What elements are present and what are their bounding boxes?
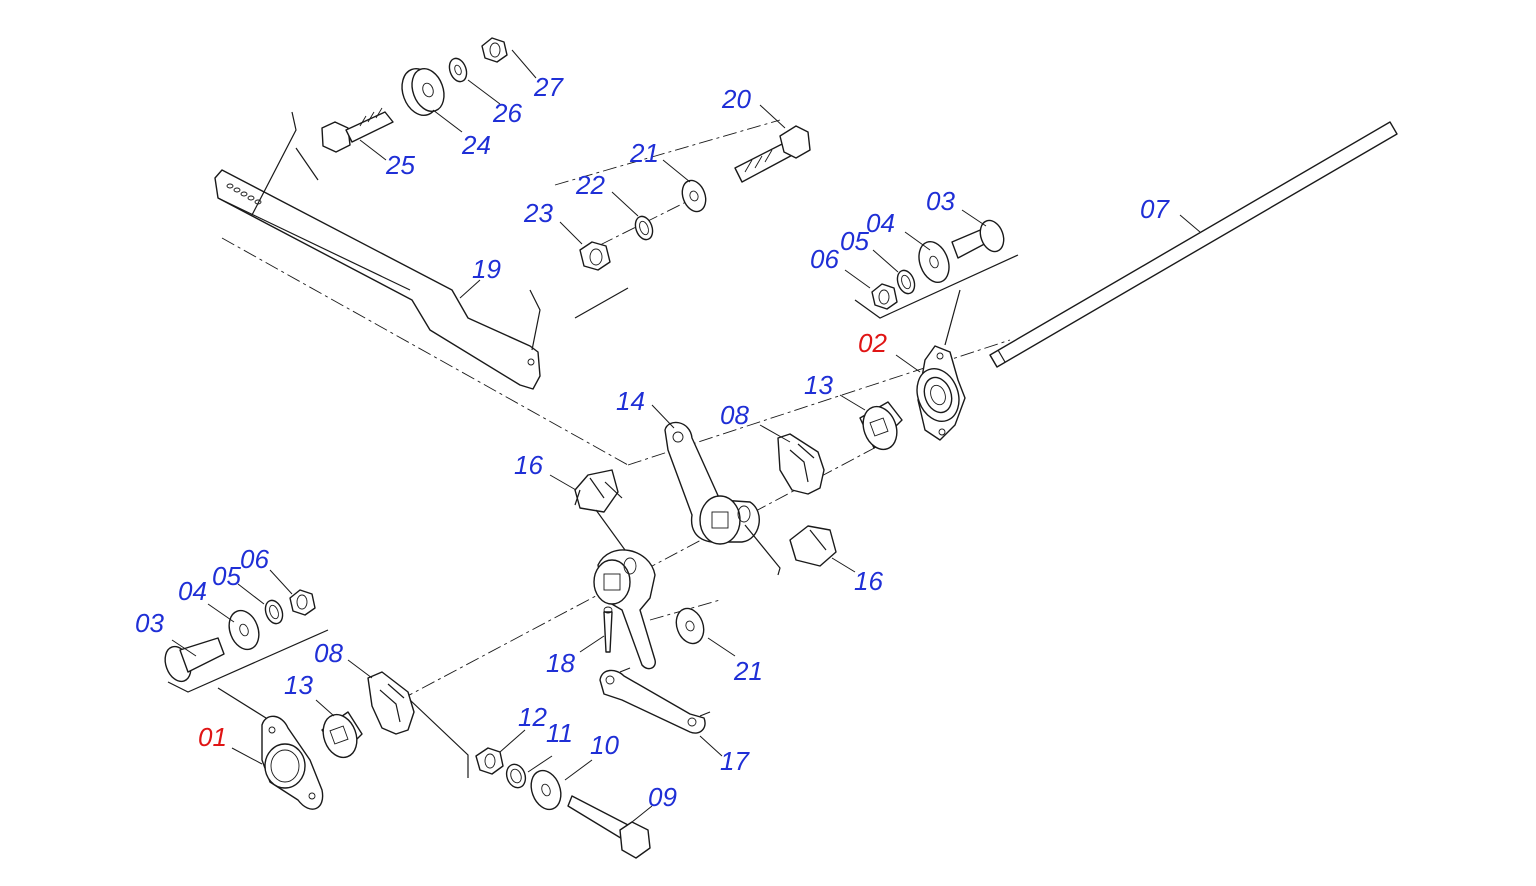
part-04-washer-right	[918, 240, 950, 284]
part-labels: 27 26 24 25 20 21 22 23 19 03 04 05 06 0…	[135, 72, 1170, 812]
part-06-nut-left	[289, 589, 316, 616]
part-03-pin-left	[164, 637, 225, 683]
part-24-roller	[401, 67, 445, 116]
part-12-nut	[475, 747, 504, 775]
part-04-washer-left	[228, 609, 260, 651]
part-03-pin-right	[951, 219, 1005, 259]
part-14-lever	[664, 421, 760, 545]
label-18: 18	[546, 648, 575, 678]
label-27: 27	[533, 72, 564, 102]
label-20: 20	[721, 84, 751, 114]
label-03-right: 03	[926, 186, 955, 216]
part-08-clamp-right	[777, 433, 825, 495]
label-21-upper: 21	[629, 138, 659, 168]
part-27-nut	[481, 37, 508, 63]
label-10: 10	[590, 730, 619, 760]
label-16-upper: 16	[514, 450, 543, 480]
part-center-lever	[593, 549, 656, 670]
label-23: 23	[523, 198, 553, 228]
label-13-left: 13	[284, 670, 313, 700]
label-09: 09	[648, 782, 677, 812]
label-03-left: 03	[135, 608, 164, 638]
part-06-nut-right	[871, 283, 898, 310]
part-05-lock-washer-right	[896, 269, 916, 295]
part-07-shaft	[989, 121, 1398, 368]
label-08-left: 08	[314, 638, 343, 668]
part-13-bushing-left	[321, 711, 363, 759]
part-26-washer	[448, 57, 468, 83]
part-25-bolt	[321, 107, 394, 153]
label-12: 12	[518, 702, 547, 732]
label-11: 11	[546, 718, 573, 748]
label-06-left: 06	[240, 544, 269, 574]
label-22: 22	[575, 170, 605, 200]
label-24: 24	[461, 130, 491, 160]
part-21-washer-upper	[681, 179, 707, 213]
part-19-lever-bar	[214, 111, 629, 390]
part-18-cotter-pin	[603, 606, 613, 653]
part-20-bolt	[734, 125, 811, 183]
label-14: 14	[616, 386, 645, 416]
part-16-bolt-upper	[574, 469, 619, 513]
part-09-bolt	[567, 795, 651, 859]
label-17: 17	[720, 746, 750, 776]
part-13-bushing-right	[859, 401, 903, 451]
label-05-right: 05	[840, 226, 869, 256]
part-08-clamp-left	[367, 671, 415, 735]
part-02-flange-bearing	[916, 345, 966, 441]
label-05-left: 05	[212, 561, 241, 591]
part-23-nut	[579, 241, 611, 271]
part-16-bolt-lower	[789, 525, 837, 567]
part-01-flange-bearing	[261, 715, 324, 810]
label-21-lower: 21	[733, 656, 763, 686]
label-25: 25	[385, 150, 415, 180]
label-19: 19	[472, 254, 501, 284]
label-01: 01	[198, 722, 227, 752]
label-13-right: 13	[804, 370, 833, 400]
label-02: 02	[858, 328, 887, 358]
label-08-right: 08	[720, 400, 749, 430]
leader-lines	[171, 49, 1201, 823]
part-21-washer-lower	[675, 607, 705, 645]
part-10-washer	[530, 769, 562, 811]
part-22-lock-washer	[634, 215, 654, 241]
adjustment-holes	[226, 183, 535, 366]
part-05-lock-washer-left	[264, 599, 284, 625]
part-17-link	[599, 667, 711, 734]
label-04-right: 04	[866, 208, 895, 238]
label-06-right: 06	[810, 244, 839, 274]
label-04-left: 04	[178, 576, 207, 606]
part-11-lock-washer	[505, 763, 527, 789]
label-26: 26	[492, 98, 522, 128]
label-16-lower: 16	[854, 566, 883, 596]
label-07: 07	[1140, 194, 1170, 224]
